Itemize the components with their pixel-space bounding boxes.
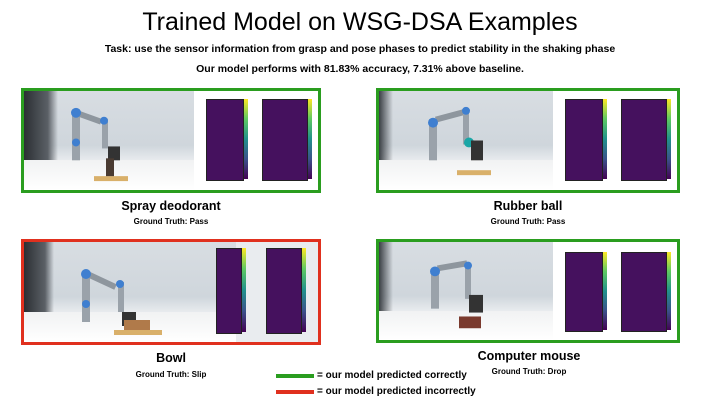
- robot-scene-image: [379, 91, 553, 190]
- example-panel-spray-deodorant: [21, 88, 321, 193]
- legend-incorrect: = our model predicted incorrectly: [276, 386, 476, 397]
- heatmap-pose: [621, 99, 667, 181]
- colorbar: [302, 248, 306, 332]
- example-ground-truth: Ground Truth: Pass: [490, 217, 566, 226]
- robot-arm-image: [81, 269, 162, 335]
- robot-arm-image: [430, 260, 483, 329]
- robot-arm-image: [428, 106, 491, 176]
- sensor-heatmaps: [216, 242, 318, 342]
- robot-arm-image: [71, 107, 128, 182]
- task-description: Task: use the sensor information from gr…: [104, 43, 616, 55]
- colorbar: [603, 99, 607, 179]
- heatmap-grasp: [565, 99, 603, 181]
- sensor-heatmaps: [194, 91, 318, 190]
- example-panel-bowl: [21, 239, 321, 345]
- legend-emphasis: incorrectly: [424, 386, 476, 397]
- heatmap-pose: [266, 248, 302, 334]
- performance-summary: Our model performs with 81.83% accuracy,…: [196, 63, 524, 75]
- robot-scene-image: [24, 242, 236, 342]
- colorbar: [667, 99, 671, 179]
- sensor-heatmaps: [553, 91, 677, 190]
- example-ground-truth: Ground Truth: Pass: [133, 217, 209, 226]
- heatmap-grasp: [216, 248, 242, 334]
- legend-emphasis: correctly: [424, 370, 467, 381]
- heatmap-grasp: [206, 99, 244, 181]
- robot-scene-image: [24, 91, 194, 190]
- legend-correct: = our model predicted correctly: [276, 370, 467, 381]
- colorbar: [242, 248, 246, 332]
- heatmap-grasp: [565, 252, 603, 332]
- colorbar: [667, 252, 671, 330]
- legend-swatch-incorrect: [276, 389, 314, 394]
- example-object-name: Spray deodorant: [121, 199, 221, 213]
- legend-text: = our model predicted: [317, 370, 425, 381]
- robot-scene-image: [379, 242, 553, 340]
- heatmap-pose: [621, 252, 667, 332]
- legend-swatch-correct: [276, 373, 314, 378]
- colorbar: [244, 99, 248, 179]
- example-object-name: Bowl: [156, 351, 186, 365]
- example-panel-rubber-ball: [376, 88, 680, 193]
- example-ground-truth: Ground Truth: Drop: [491, 367, 567, 376]
- example-object-name: Computer mouse: [477, 349, 581, 363]
- example-object-name: Rubber ball: [493, 199, 563, 213]
- heatmap-pose: [262, 99, 308, 181]
- page-title: Trained Model on WSG-DSA Examples: [142, 8, 578, 36]
- legend-text: = our model predicted: [317, 386, 425, 397]
- example-ground-truth: Ground Truth: Slip: [135, 370, 207, 379]
- colorbar: [308, 99, 312, 179]
- example-panel-computer-mouse: [376, 239, 680, 343]
- sensor-heatmaps: [553, 242, 677, 340]
- colorbar: [603, 252, 607, 330]
